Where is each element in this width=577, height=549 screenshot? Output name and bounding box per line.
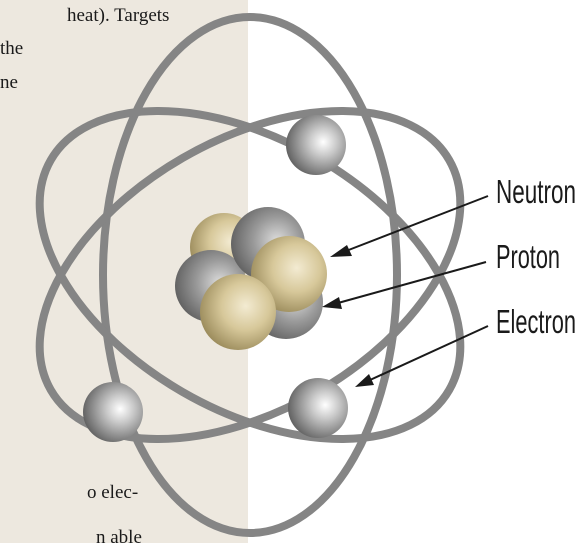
body-text-top-line-1: heat). Targets — [67, 5, 170, 26]
body-text-top-line-3: ne — [0, 72, 18, 93]
electron-particle-right — [288, 378, 348, 438]
proton-pointer-arrowhead — [322, 297, 342, 309]
neutron-pointer-line — [345, 195, 489, 252]
electron-pointer-arrowhead — [355, 374, 374, 387]
body-text-bottom-line-1: o elec- — [87, 482, 139, 503]
neutron-pointer-arrowhead — [330, 245, 352, 257]
proton-particle — [200, 274, 276, 350]
nucleus — [175, 207, 327, 350]
neutron-label: Neutron — [496, 173, 576, 210]
electron-label: Electron — [496, 303, 576, 340]
electron-pointer-line — [369, 325, 489, 381]
proton-label: Proton — [496, 238, 560, 275]
electron-particle-top — [286, 115, 346, 175]
electron-particle-left — [83, 382, 143, 442]
body-text-top-line-2: the — [0, 38, 24, 59]
proton-pointer-line — [337, 261, 487, 304]
orbit-vertical — [99, 13, 401, 537]
